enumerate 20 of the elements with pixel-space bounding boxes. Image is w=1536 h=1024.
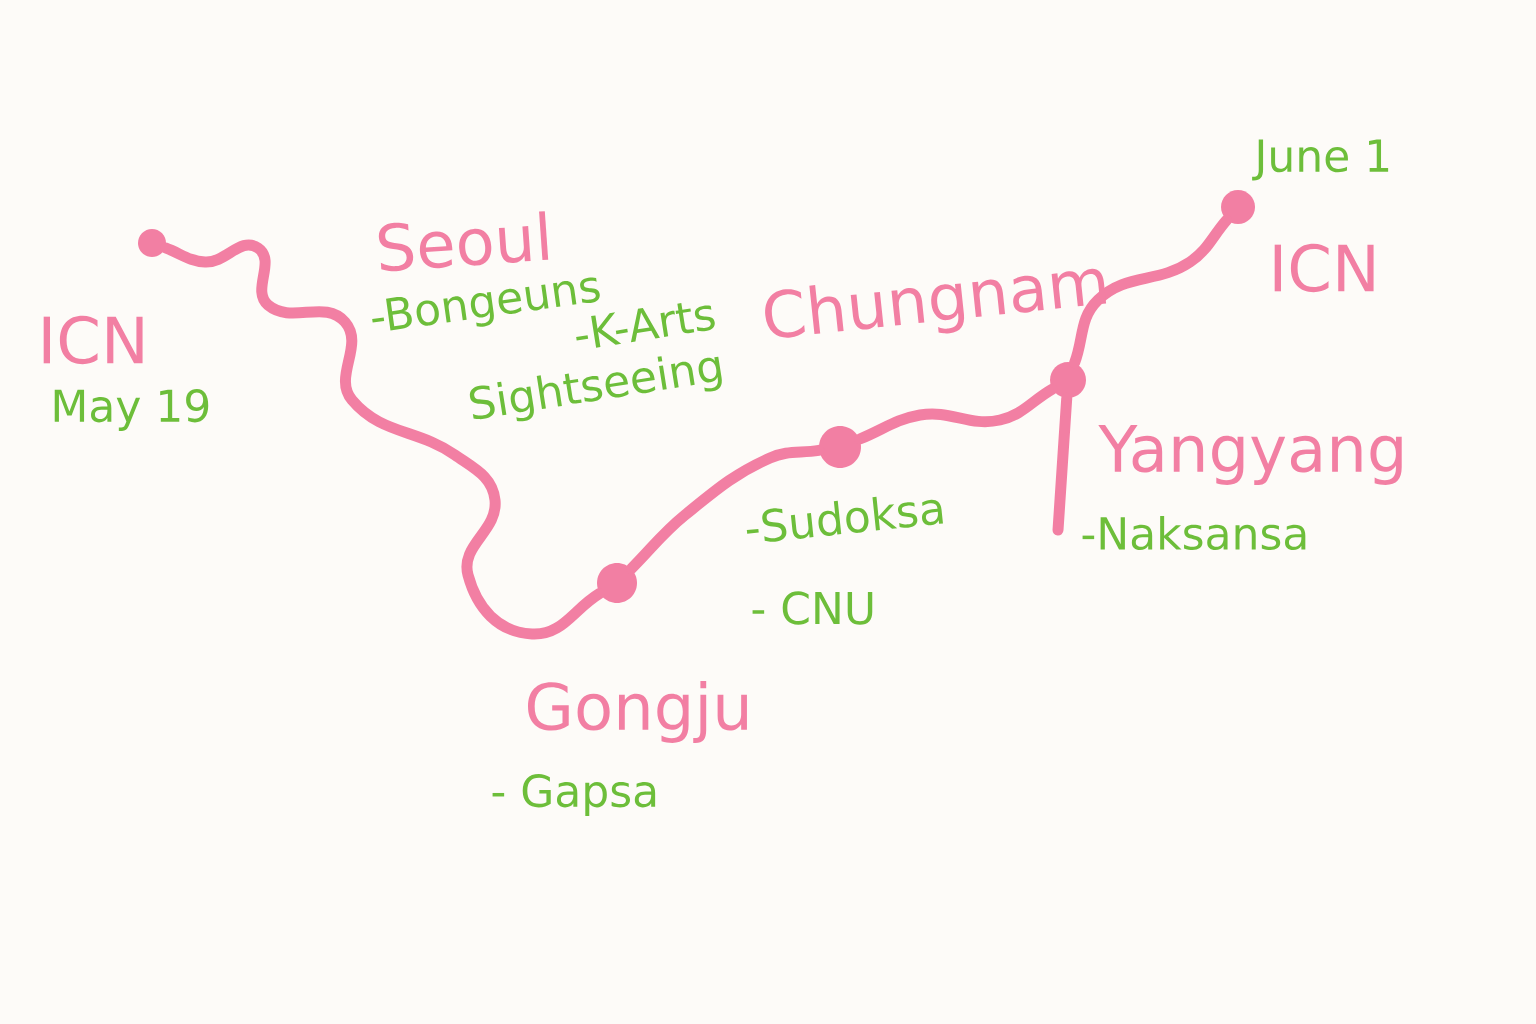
note-label: June 1 — [1252, 139, 1389, 181]
note-label: -Sudoksa — [746, 496, 943, 542]
place-name: ICN — [1274, 243, 1374, 293]
route-line — [1069, 214, 1233, 369]
stop-dot — [597, 563, 637, 603]
stop-dot — [1050, 362, 1086, 398]
note-label: - CNU — [752, 591, 873, 625]
place-name: Chungnam — [765, 268, 1107, 338]
route-line — [854, 383, 1058, 445]
place-name: Gongju — [528, 681, 747, 743]
stop-dot — [1221, 190, 1255, 224]
place-name: ICN — [43, 315, 143, 365]
place-name: Yangyang — [1098, 425, 1402, 485]
note-label: -Naksansa — [1082, 516, 1306, 551]
note-label: May 19 — [54, 389, 209, 431]
stop-dot — [819, 426, 861, 468]
stop-dot — [138, 229, 166, 257]
note-label: - Gapsa — [492, 774, 656, 816]
route-line — [160, 239, 605, 640]
place-name: Seoul — [378, 211, 549, 272]
